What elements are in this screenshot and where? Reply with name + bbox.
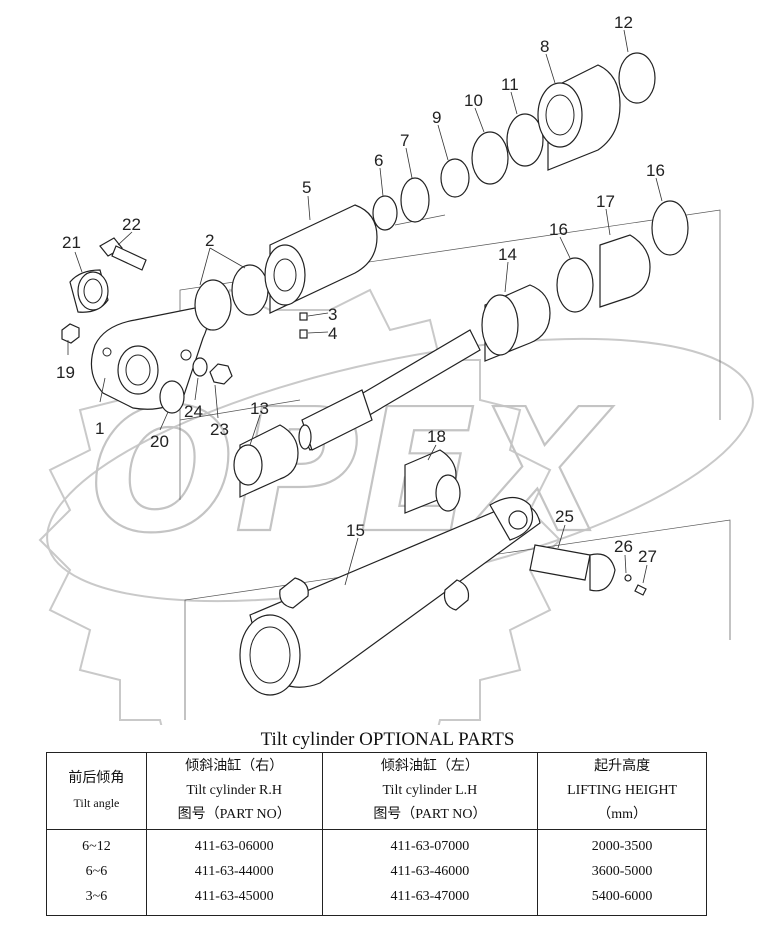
- part-ring-16b: [651, 200, 689, 256]
- callout-15: 15: [346, 521, 365, 540]
- callout-16b: 16: [646, 161, 665, 180]
- header-rh-cylinder: 倾斜油缸（右） Tilt cylinder R.H 图号（PART NO）: [145, 752, 323, 830]
- part-grease-nipple: [61, 323, 80, 344]
- cell-tilt-angle: 3~6: [46, 884, 147, 916]
- cell-lifting-height: 3600-5000: [537, 859, 707, 884]
- part-bolt-27: [634, 584, 647, 596]
- part-ring-6: [372, 195, 398, 231]
- leader-lines: [67, 29, 663, 586]
- cell-lh-part-no: 411-63-46000: [321, 859, 539, 884]
- callout-2: 2: [205, 231, 214, 250]
- header-cn: 倾斜油缸（右）: [185, 759, 284, 774]
- callout-3: 3: [328, 305, 337, 324]
- cell-lh-part-no: 411-63-07000: [321, 829, 539, 859]
- header-sub: 图号（PART NO）: [177, 807, 291, 822]
- cell-tilt-angle: 6~6: [46, 859, 147, 884]
- callout-24: 24: [184, 402, 203, 421]
- part-piston-rod: [298, 329, 481, 451]
- callout-22: 22: [122, 215, 141, 234]
- callout-12: 12: [614, 13, 633, 32]
- cell-lifting-height: 5400-6000: [537, 884, 707, 916]
- part-o-ring: [618, 52, 656, 104]
- table-header-row: 前后倾角 Tilt angle 倾斜油缸（右） Tilt cylinder R.…: [46, 752, 707, 830]
- header-en: Tilt angle: [73, 796, 120, 810]
- callout-11: 11: [501, 75, 519, 94]
- table-row: 6~6 411-63-44000 411-63-46000 3600-5000: [46, 859, 707, 884]
- cell-lh-part-no: 411-63-47000: [321, 884, 539, 916]
- callout-1: 1: [95, 419, 104, 438]
- part-spacer-13: [233, 424, 299, 498]
- header-sub: 图号（PART NO）: [373, 807, 487, 822]
- callout-6: 6: [374, 151, 383, 170]
- callout-25: 25: [555, 507, 574, 526]
- exploded-parts-diagram: OPEX: [38, 13, 754, 725]
- callout-7: 7: [400, 131, 409, 150]
- cell-rh-part-no: 411-63-45000: [145, 884, 323, 916]
- part-ring-10: [471, 131, 509, 185]
- part-wear-ring: [599, 234, 651, 308]
- cell-rh-part-no: 411-63-44000: [145, 859, 323, 884]
- part-cylinder-head: [537, 64, 621, 171]
- callout-27: 27: [638, 547, 657, 566]
- header-cn: 倾斜油缸（左）: [380, 759, 479, 774]
- part-piston: [481, 284, 551, 362]
- header-lh-cylinder: 倾斜油缸（左） Tilt cylinder L.H 图号（PART NO）: [321, 752, 539, 830]
- callout-8: 8: [540, 37, 549, 56]
- callout-23: 23: [210, 420, 229, 439]
- diagram-svg: OPEX: [38, 13, 754, 725]
- header-sub: （mm）: [597, 807, 647, 822]
- part-spacer-18: [404, 449, 461, 514]
- callout-20: 20: [150, 432, 169, 451]
- callout-labels: 1 2 3 4 5 6 7 8 9 10 11 12 13 14 15 16 1…: [56, 13, 665, 566]
- part-pin-3: [299, 312, 308, 321]
- cell-rh-part-no: 411-63-06000: [145, 829, 323, 859]
- header-cn: 前后倾角: [68, 771, 125, 786]
- part-nut: [209, 363, 233, 385]
- callout-9: 9: [432, 108, 441, 127]
- callout-18: 18: [427, 427, 446, 446]
- part-gland: [264, 204, 378, 314]
- callout-4: 4: [328, 324, 337, 343]
- part-snap-ring-7: [400, 177, 430, 223]
- header-en: Tilt cylinder R.H: [186, 783, 282, 798]
- part-pin-4: [299, 329, 308, 339]
- part-ring-16a: [556, 257, 594, 313]
- part-seal-ring-a: [194, 279, 232, 331]
- part-washer-26: [624, 574, 632, 582]
- callout-10: 10: [464, 91, 483, 110]
- header-cn: 起升高度: [594, 759, 651, 774]
- callout-17: 17: [596, 192, 615, 211]
- part-snap-ring: [159, 380, 185, 414]
- table-row: 6~12 411-63-06000 411-63-07000 2000-3500: [46, 829, 707, 859]
- header-tilt-angle: 前后倾角 Tilt angle: [46, 752, 147, 830]
- table-title: Tilt cylinder OPTIONAL PARTS: [260, 729, 515, 750]
- part-bushing: [69, 269, 109, 313]
- callout-13: 13: [250, 399, 269, 418]
- part-pivot-pin: [529, 544, 616, 592]
- cell-tilt-angle: 6~12: [46, 829, 147, 859]
- callout-19: 19: [56, 363, 75, 382]
- cell-lifting-height: 2000-3500: [537, 829, 707, 859]
- table-row: 3~6 411-63-45000 411-63-47000 5400-6000: [46, 884, 707, 916]
- callout-26: 26: [614, 537, 633, 556]
- callout-16a: 16: [549, 220, 568, 239]
- callout-14: 14: [498, 245, 517, 264]
- callout-21: 21: [62, 233, 81, 252]
- part-ring-11: [506, 113, 544, 167]
- part-bolt: [99, 237, 147, 271]
- part-ring-9: [440, 158, 470, 198]
- header-en: LIFTING HEIGHT: [567, 783, 678, 798]
- header-en: Tilt cylinder L.H: [382, 783, 478, 798]
- part-seal-ring-b: [231, 264, 269, 316]
- optional-parts-table: 前后倾角 Tilt angle 倾斜油缸（右） Tilt cylinder R.…: [46, 752, 707, 916]
- part-washer: [192, 357, 208, 377]
- header-lifting-height: 起升高度 LIFTING HEIGHT （mm）: [537, 752, 707, 830]
- callout-5: 5: [302, 178, 311, 197]
- part-cylinder-tube: [239, 496, 541, 696]
